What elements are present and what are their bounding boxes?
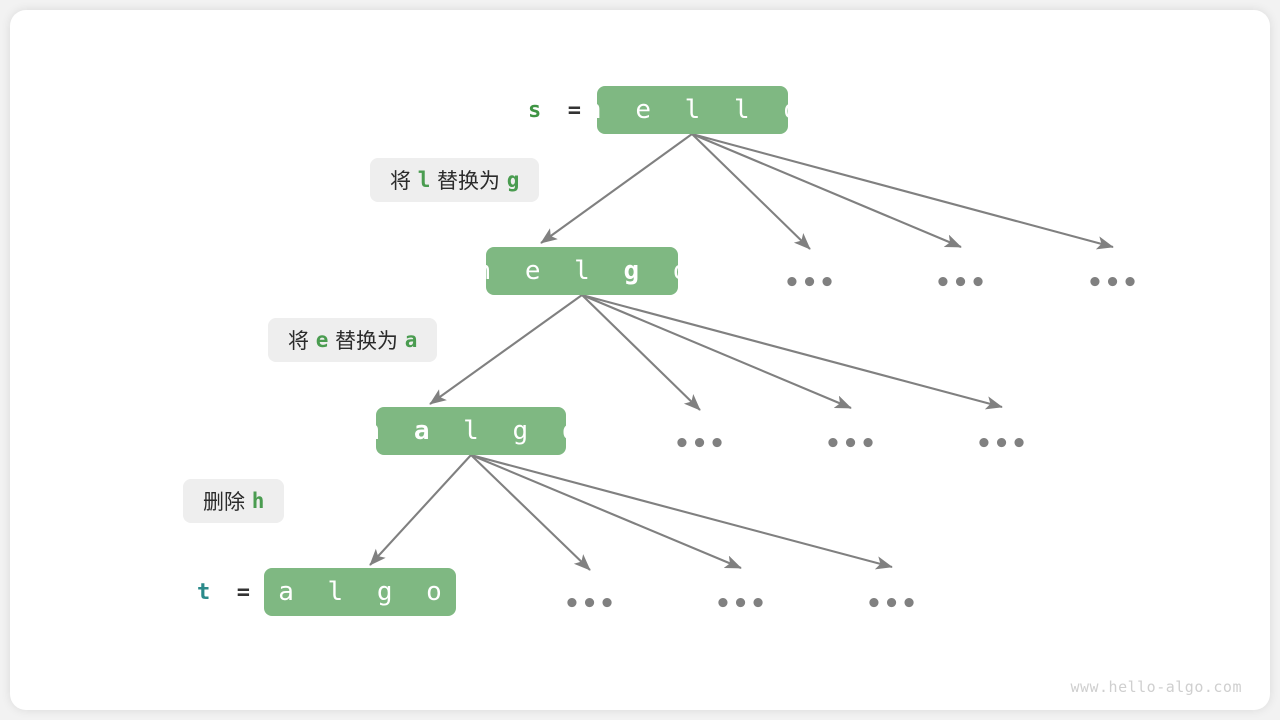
node-helgo-prefix: h e l: [475, 256, 624, 286]
op-replace-e-a: 将 e 替换为 a: [268, 318, 438, 362]
ellipsis-r3-c2: •••: [714, 589, 768, 619]
op1-char-from: l: [417, 168, 431, 192]
ellipsis-r1-c2: •••: [934, 268, 988, 298]
ellipsis-r3-c1: •••: [563, 589, 617, 619]
ellipsis-r1-c1: •••: [783, 268, 837, 298]
op3-pre: 删除: [203, 490, 252, 514]
variable-name-s: s: [528, 97, 542, 123]
op1-pre: 将: [390, 169, 418, 193]
node-halgo-suffix: l g o: [438, 416, 587, 446]
node-algo-prefix: a l g o: [278, 577, 451, 607]
op2-mid: 替换为: [328, 329, 405, 353]
node-hello-prefix: h e l: [586, 95, 710, 125]
variable-label-s: s =: [528, 86, 581, 134]
op-delete-h: 删除 h: [183, 479, 285, 523]
variable-name-t: t: [197, 579, 211, 605]
ellipsis-r2-c3: •••: [975, 429, 1029, 459]
ellipsis-r2-c1: •••: [673, 429, 727, 459]
op2-pre: 将: [288, 329, 316, 353]
node-helgo[interactable]: h e l g o: [476, 247, 688, 295]
ellipsis-r1-c3: •••: [1086, 268, 1140, 298]
node-halgo[interactable]: h a l g o: [365, 407, 577, 455]
node-halgo-highlight: a: [413, 416, 439, 446]
op1-char-to: g: [506, 168, 520, 192]
equals-sign-s: =: [567, 97, 581, 123]
op2-char-from: e: [315, 328, 329, 352]
node-helgo-suffix: o: [648, 256, 698, 286]
variable-label-t: t =: [197, 568, 250, 616]
op-replace-l-g: 将 l 替换为 g: [370, 158, 540, 202]
node-helgo-highlight: g: [623, 256, 649, 286]
watermark: www.hello-algo.com: [1070, 678, 1242, 696]
node-hello[interactable]: h e l l o: [586, 86, 799, 134]
equals-sign-t: =: [236, 579, 250, 605]
node-algo[interactable]: a l g o: [264, 568, 456, 616]
op1-mid: 替换为: [430, 169, 507, 193]
op2-char-to: a: [404, 328, 418, 352]
node-hello-suffix: l o: [709, 95, 808, 125]
op3-char-from: h: [251, 489, 265, 513]
ellipsis-r3-c3: •••: [865, 589, 919, 619]
node-halgo-prefix: h: [364, 416, 414, 446]
ellipsis-r2-c2: •••: [824, 429, 878, 459]
